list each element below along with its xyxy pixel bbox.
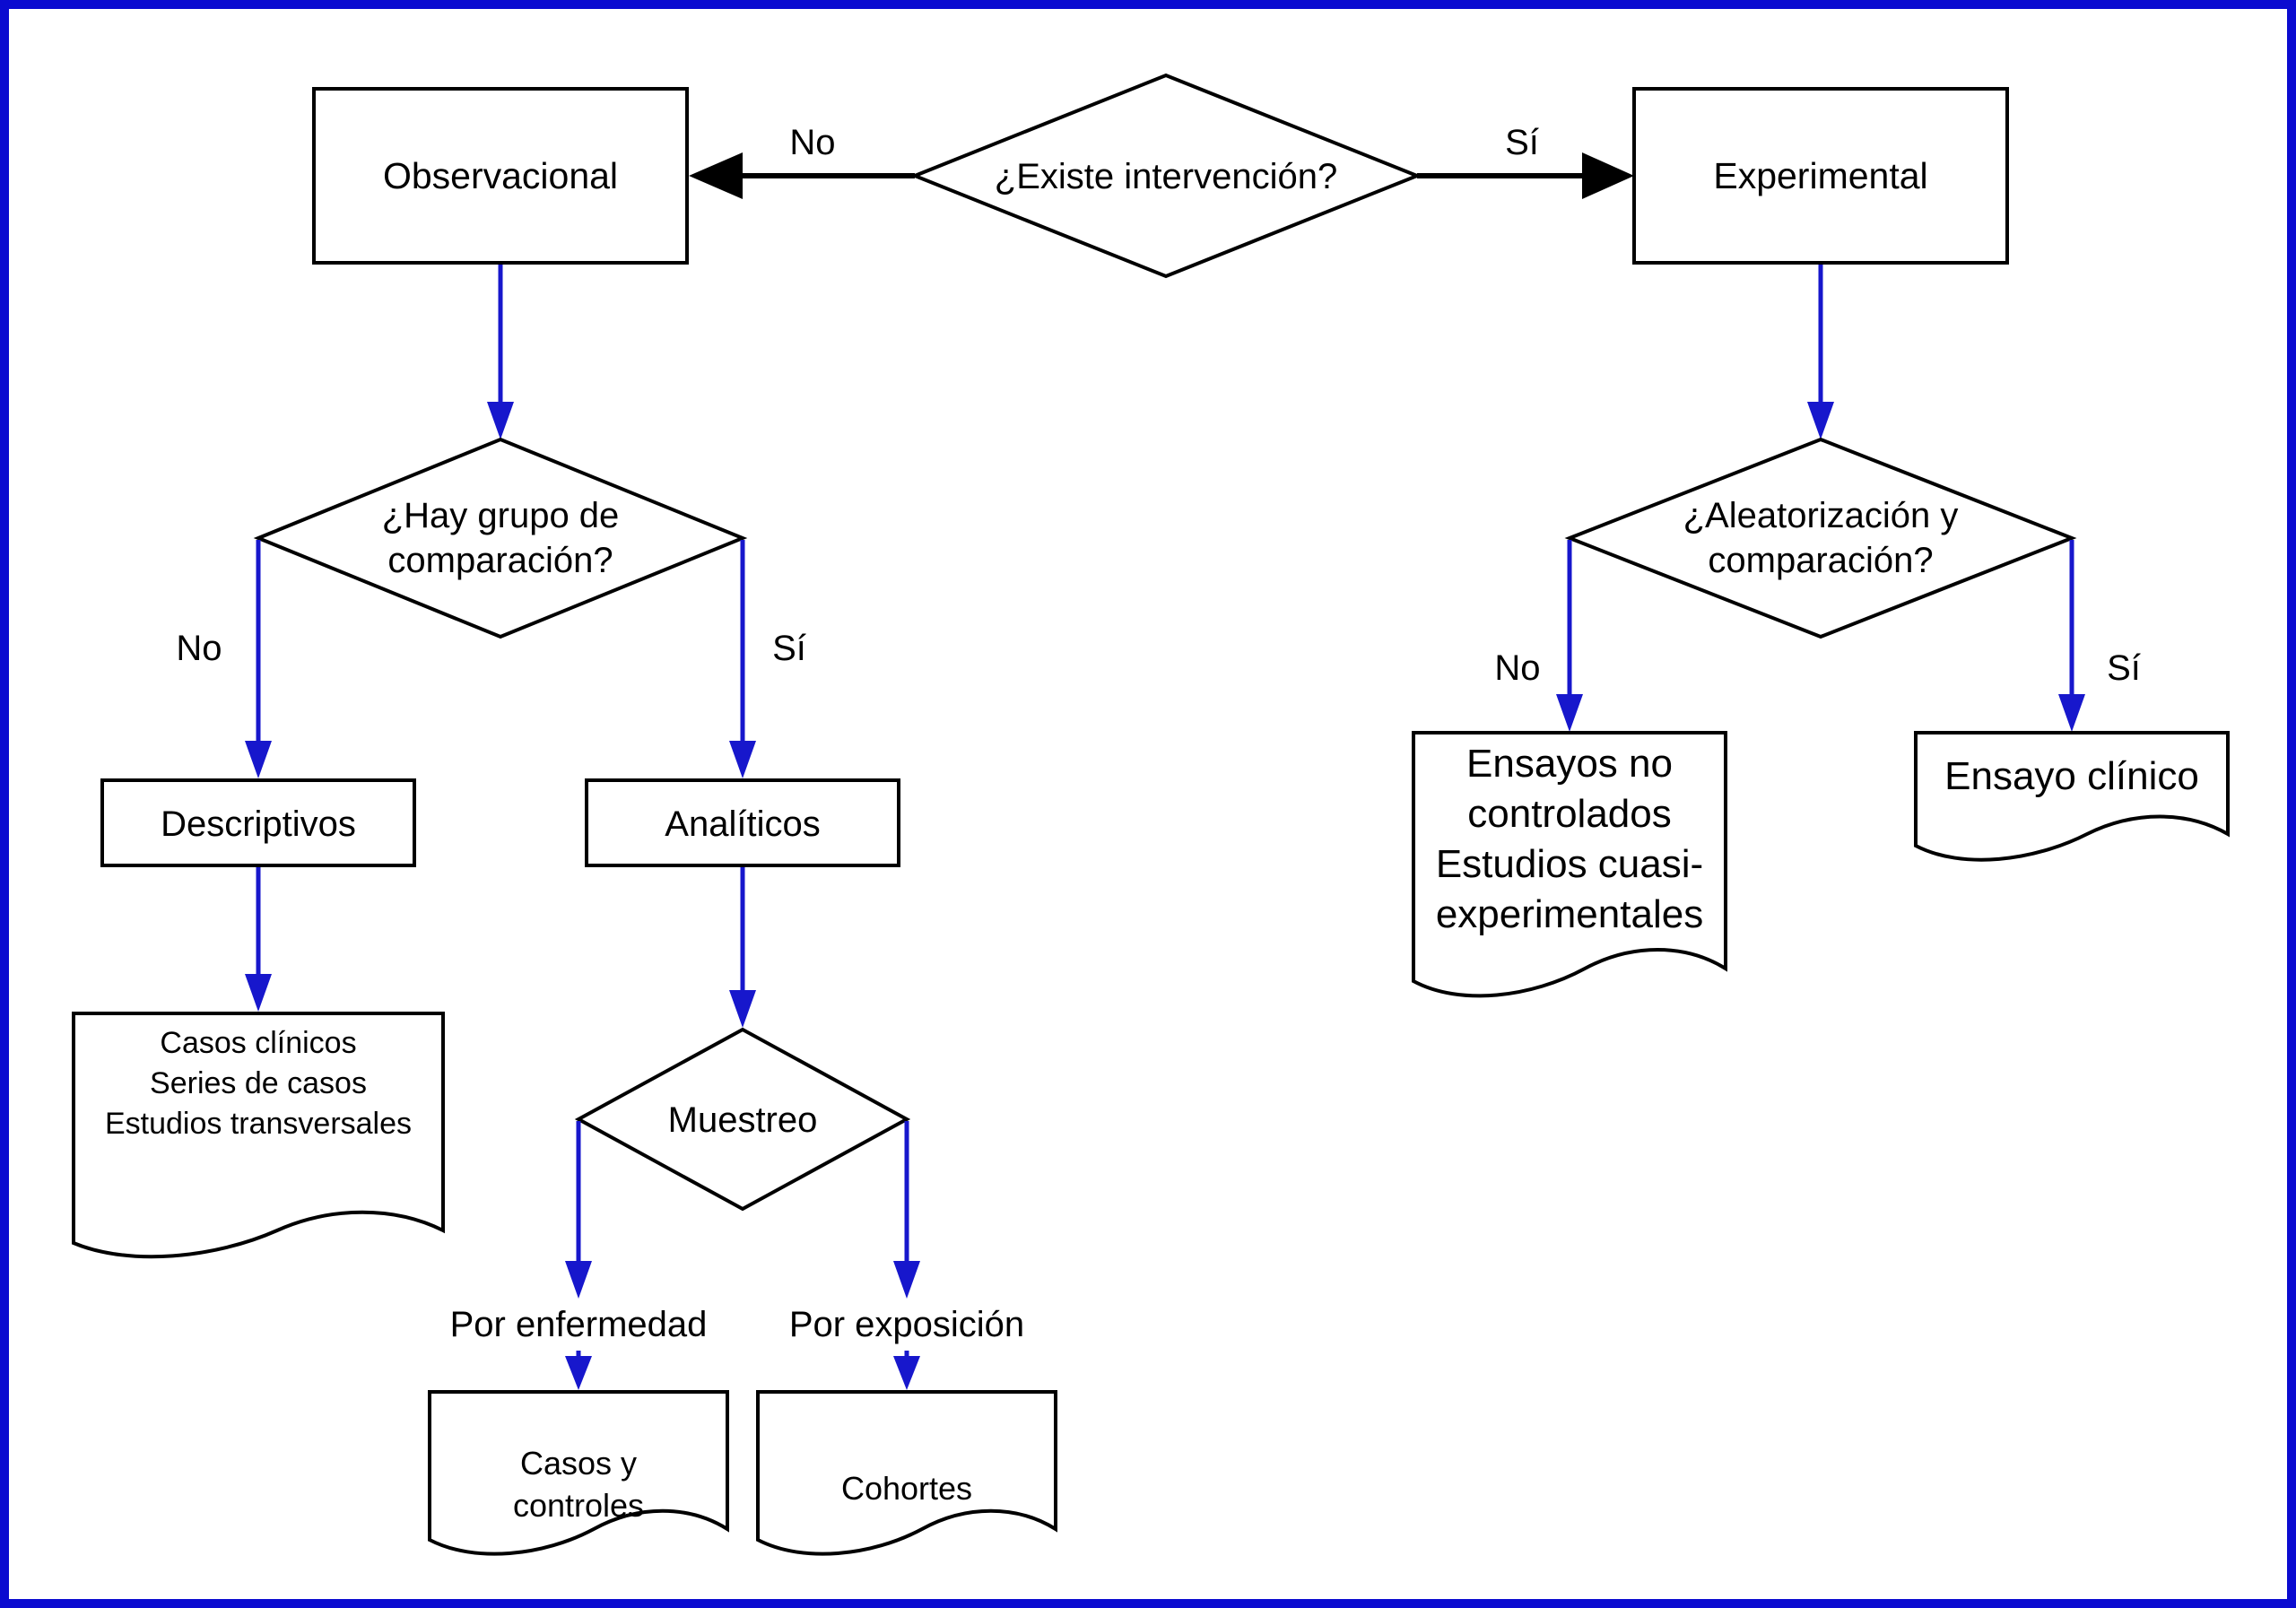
edge-si-grupo-arrowhead-icon <box>729 741 756 778</box>
edge-no-aleatorizacion-arrowhead-icon <box>1556 694 1583 732</box>
hay-grupo-diamond <box>253 437 748 639</box>
muestreo-diamond <box>574 1027 911 1212</box>
hay-grupo-label-line1: ¿Hay grupo de <box>382 496 620 535</box>
edge-label-no-aleatorizacion: No <box>1494 648 1540 688</box>
descriptivos-box <box>100 778 416 867</box>
doc-descriptivos-line3: Estudios transversales <box>105 1107 412 1141</box>
doc-casos-controles-line2: controles <box>513 1487 644 1524</box>
hay-grupo-label-line2: comparación? <box>387 541 613 580</box>
doc-casos-controles-line1: Casos y <box>520 1445 637 1482</box>
doc-cohortes-label: Cohortes <box>841 1470 972 1507</box>
doc-ensayos-shape <box>1412 731 1727 998</box>
doc-ensayos-line3: Estudios cuasi- <box>1436 842 1703 886</box>
doc-cohortes-shape <box>756 1390 1057 1556</box>
observacional-box <box>312 87 689 265</box>
edge-label-si-aleatorizacion: Sí <box>2107 648 2141 688</box>
doc-ensayo-clinico-shape <box>1914 731 2230 862</box>
doc-ensayo-clinico-label: Ensayo clínico <box>1944 754 2199 798</box>
doc-descriptivos-line1: Casos clínicos <box>160 1026 356 1060</box>
edge-por-enfermedad-arrowhead-icon <box>565 1261 592 1299</box>
edge-label-no-grupo: No <box>176 629 222 668</box>
edge-por-enfermedad-arrowhead2-icon <box>565 1356 592 1390</box>
edge-si-aleatorizacion-arrowhead-icon <box>2058 694 2085 732</box>
doc-ensayos-line2: controlados <box>1467 792 1671 836</box>
analiticos-label: Analíticos <box>665 804 820 844</box>
edge-no-grupo-arrowhead-icon <box>245 741 272 778</box>
edge-por-exposicion-arrowhead2-icon <box>893 1356 920 1390</box>
edge-label-por-exposicion: Por exposición <box>789 1305 1024 1344</box>
edge-si-intervencion-arrowhead-icon <box>1582 152 1634 199</box>
experimental-label: Experimental <box>1713 155 1927 196</box>
existe-intervencion-diamond <box>909 73 1422 279</box>
edge-label-si-grupo: Sí <box>772 629 806 668</box>
edge-label-por-enfermedad: Por enfermedad <box>450 1305 708 1344</box>
doc-descriptivos-shape <box>72 1012 445 1259</box>
muestreo-label: Muestreo <box>668 1100 818 1140</box>
edge-descriptivos-doc-arrowhead-icon <box>245 974 272 1012</box>
edge-analiticos-muestreo-arrowhead-icon <box>729 990 756 1028</box>
edge-label-no-intervencion: No <box>789 123 835 162</box>
descriptivos-label: Descriptivos <box>161 804 356 844</box>
edge-observacional-haygrupo-arrowhead-icon <box>487 402 514 439</box>
aleatorizacion-label-line2: comparación? <box>1708 541 1933 580</box>
edge-por-exposicion-arrowhead-icon <box>893 1261 920 1299</box>
doc-descriptivos-line2: Series de casos <box>150 1066 367 1100</box>
doc-casos-controles-shape <box>428 1390 729 1556</box>
experimental-box <box>1632 87 2009 265</box>
edge-experimental-aleatorizacion-arrowhead-icon <box>1807 402 1834 439</box>
edge-no-intervencion-arrowhead-icon <box>689 152 743 199</box>
doc-ensayos-line1: Ensayos no <box>1466 742 1673 786</box>
existe-intervencion-label: ¿Existe intervención? <box>995 157 1337 196</box>
aleatorizacion-label-line1: ¿Aleatorización y <box>1683 496 1959 535</box>
doc-ensayos-line4: experimentales <box>1436 892 1703 936</box>
edge-label-si-intervencion: Sí <box>1505 123 1539 162</box>
analiticos-box <box>585 778 900 867</box>
aleatorizacion-diamond <box>1564 437 2077 639</box>
observacional-label: Observacional <box>383 155 618 196</box>
